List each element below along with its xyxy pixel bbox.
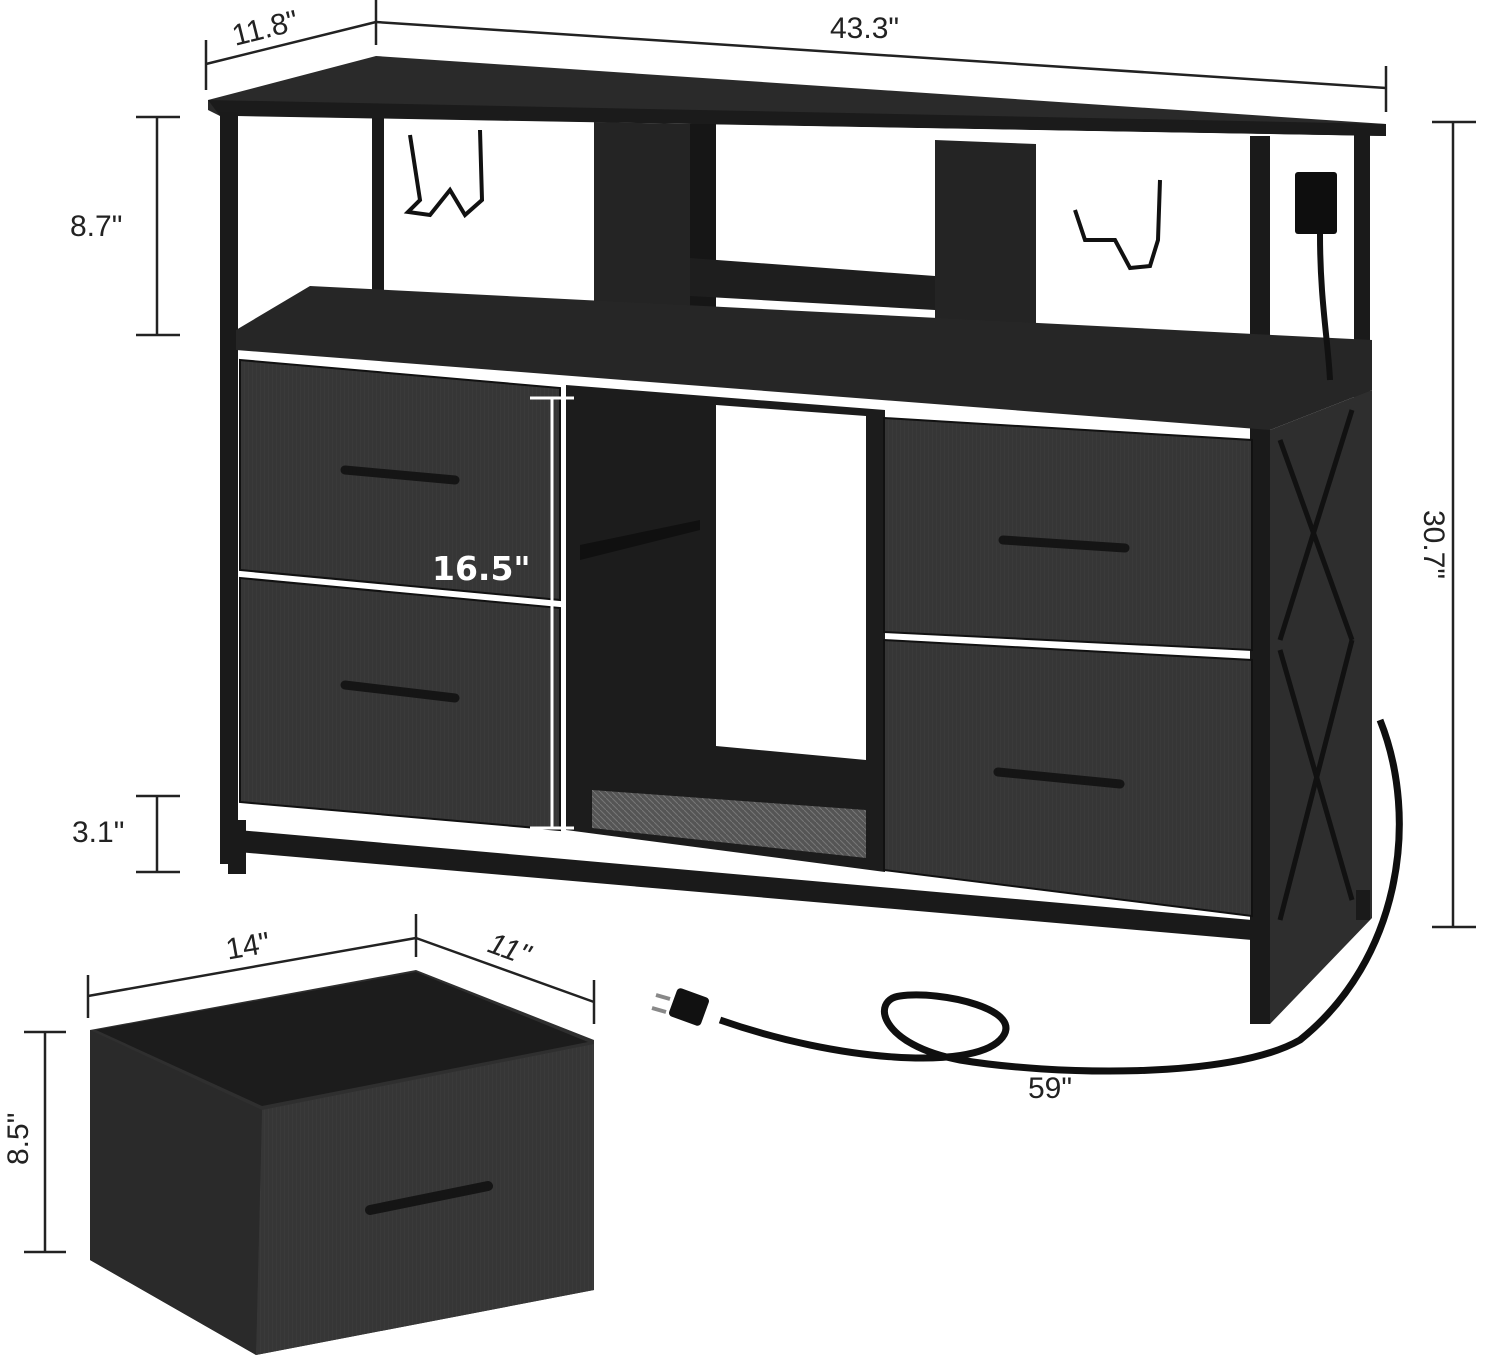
drawer-height-label: 8.5" — [2, 1112, 35, 1165]
drawer-top-left — [239, 358, 561, 602]
drawer-handle-icon — [365, 1181, 493, 1215]
drawer-handles — [340, 465, 1130, 789]
plug-icon — [651, 988, 709, 1026]
power-cord-length-label: 59" — [1028, 1072, 1073, 1105]
detached-drawer — [90, 970, 594, 1355]
width-label: 43.3" — [830, 12, 900, 45]
power-outlet-icon — [1295, 172, 1337, 234]
drawer-bottom-left — [239, 576, 561, 832]
drawer-stack-height-label: 16.5" — [432, 549, 531, 588]
total-height-label: 30.7" — [1417, 510, 1450, 580]
power-cord — [718, 718, 1403, 1075]
hook-icon — [403, 129, 485, 219]
dresser — [208, 56, 1403, 1075]
hook-icon — [1073, 179, 1162, 271]
drawer-width-label: 14" — [223, 926, 273, 967]
drawer-top-right — [883, 416, 1253, 652]
top-shelf-height-label: 8.7" — [70, 210, 123, 243]
dimension-lines — [24, 0, 1476, 1254]
leg-clearance-label: 3.1" — [72, 816, 125, 849]
drawer-stack-dimension-line — [530, 396, 574, 830]
